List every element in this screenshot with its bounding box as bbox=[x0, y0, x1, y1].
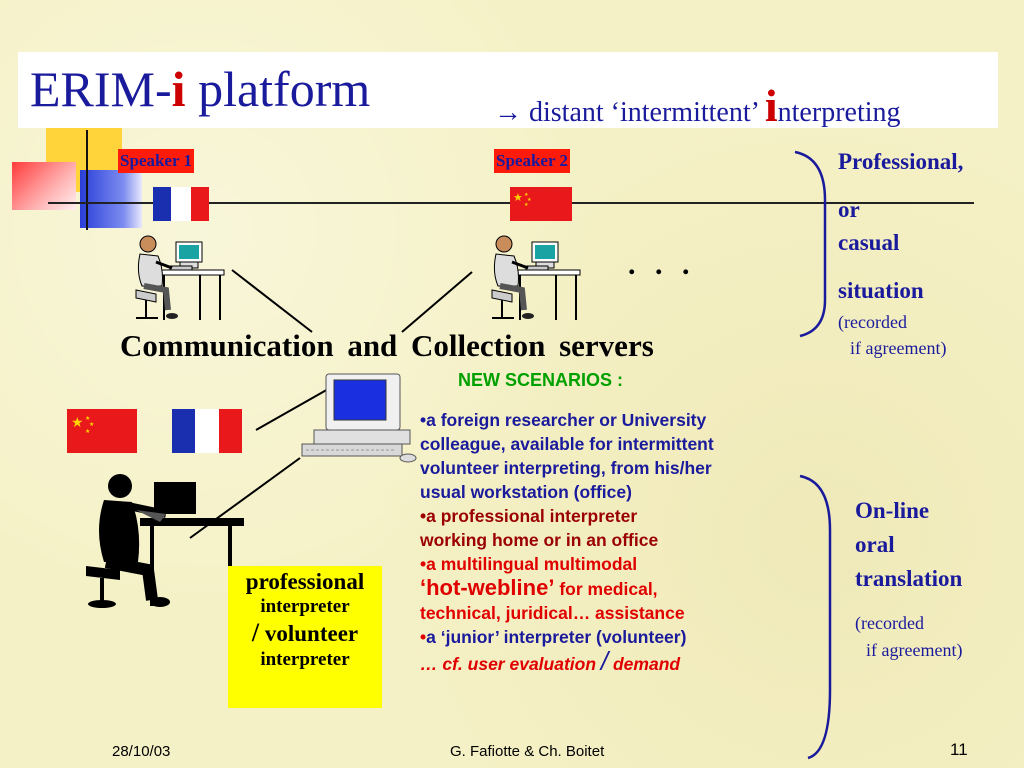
title-banner bbox=[18, 52, 998, 128]
context-or: or bbox=[838, 197, 860, 222]
interpreter-professional: professional bbox=[245, 569, 365, 594]
scenario-2-line-1: •a professional interpreter bbox=[420, 506, 638, 526]
interpreter-label-1: interpreter bbox=[260, 596, 350, 617]
chinese-flag-icon: ★ ★ ★ ★ bbox=[67, 409, 137, 453]
french-flag-icon bbox=[153, 187, 209, 221]
result-online: On-line bbox=[855, 498, 930, 523]
slide-title: ERIM-i platform bbox=[30, 60, 370, 118]
speaker-1-workstation-icon bbox=[130, 232, 230, 329]
title-suffix: platform bbox=[185, 61, 371, 117]
title-prefix: ERIM- bbox=[30, 61, 172, 117]
scenario-4-bullet: • bbox=[420, 627, 427, 647]
french-flag-icon bbox=[172, 409, 242, 453]
interpreter-slash: / bbox=[251, 618, 260, 647]
new-scenarios-heading: NEW SCENARIOS : bbox=[458, 370, 624, 390]
scenario-3-line-3: technical, juridical… assistance bbox=[420, 603, 685, 623]
result-translation: translation bbox=[855, 566, 963, 591]
scenario-1-line-4: usual workstation (office) bbox=[420, 482, 632, 502]
svg-text:★: ★ bbox=[524, 202, 529, 208]
slide-subtitle: → distant ‘intermittent’ interpreting bbox=[494, 79, 901, 132]
svg-text:★: ★ bbox=[85, 428, 90, 435]
subtitle-suffix: nterpreting bbox=[777, 97, 901, 128]
decor-vertical-line bbox=[86, 130, 88, 230]
scenarios-list: •a foreign researcher or University coll… bbox=[420, 408, 820, 676]
scenario-1-line-1: •a foreign researcher or University bbox=[420, 410, 707, 430]
result-note-2: if agreement) bbox=[866, 640, 963, 660]
scenario-5-text-b: demand bbox=[608, 654, 681, 674]
interpreter-volunteer-line: / volunteer bbox=[228, 618, 382, 649]
more-speakers-ellipsis: . . . bbox=[628, 248, 696, 281]
context-note-1: (recorded bbox=[838, 312, 907, 332]
scenario-4-text: a ‘junior’ interpreter (volunteer) bbox=[426, 627, 687, 647]
scenario-5-text-a: … cf. user evaluation bbox=[420, 654, 601, 674]
scenario-5-slash: / bbox=[600, 646, 609, 676]
svg-text:★: ★ bbox=[513, 191, 523, 204]
title-i: i bbox=[171, 61, 186, 117]
interpreter-label-2: interpreter bbox=[260, 649, 350, 670]
svg-text:★: ★ bbox=[71, 415, 84, 431]
interpreter-workstation-icon bbox=[80, 470, 250, 615]
scenario-3-line-1: •a multilingual multimodal bbox=[420, 554, 638, 574]
footer-page-number: 11 bbox=[950, 740, 968, 759]
footer-authors: G. Fafiotte & Ch. Boitet bbox=[450, 743, 605, 760]
server-computer-icon bbox=[296, 372, 420, 469]
interpreter-volunteer: volunteer bbox=[259, 621, 359, 646]
footer-date: 28/10/03 bbox=[112, 743, 171, 760]
hot-webline-label: ‘hot-webline’ bbox=[420, 575, 555, 600]
result-oral: oral bbox=[855, 532, 895, 557]
context-professional: Professional, bbox=[838, 149, 964, 174]
speaker-1-label: Speaker 1 bbox=[118, 149, 194, 173]
scenario-3-line-2: ‘hot-webline’ for medical, bbox=[420, 576, 820, 601]
scenario-2-line-2: working home or in an office bbox=[420, 530, 659, 550]
subtitle-prefix: distant ‘intermittent’ bbox=[522, 97, 765, 128]
scenario-1-line-2: colleague, available for intermittent bbox=[420, 434, 714, 454]
scenario-1-line-3: volunteer interpreting, from his/her bbox=[420, 458, 712, 478]
speaker-2-workstation-icon bbox=[486, 232, 586, 329]
context-casual: casual bbox=[838, 230, 900, 255]
context-situation: situation bbox=[838, 278, 924, 303]
interpreter-type-box: professional interpreter / volunteer int… bbox=[228, 566, 382, 708]
subtitle-i: i bbox=[764, 80, 778, 131]
scenario-5-line: … cf. user evaluation / demand bbox=[420, 646, 820, 676]
arrow-icon: → bbox=[494, 97, 522, 128]
decor-blue-square bbox=[80, 170, 142, 228]
svg-text:★: ★ bbox=[527, 197, 532, 203]
svg-text:★: ★ bbox=[85, 415, 90, 422]
scenario-4-line: •a ‘junior’ interpreter (volunteer) bbox=[420, 625, 820, 649]
svg-text:★: ★ bbox=[524, 192, 529, 198]
chinese-flag-icon: ★ ★ ★ ★ bbox=[510, 187, 572, 221]
speaker-2-label: Speaker 2 bbox=[494, 149, 570, 173]
result-note-1: (recorded bbox=[855, 613, 924, 633]
context-note-2: if agreement) bbox=[850, 338, 947, 358]
scenario-3-line-2-rest: for medical, bbox=[554, 579, 658, 599]
communication-servers-label: Communication and Collection servers bbox=[120, 328, 654, 363]
svg-text:★: ★ bbox=[89, 421, 94, 428]
